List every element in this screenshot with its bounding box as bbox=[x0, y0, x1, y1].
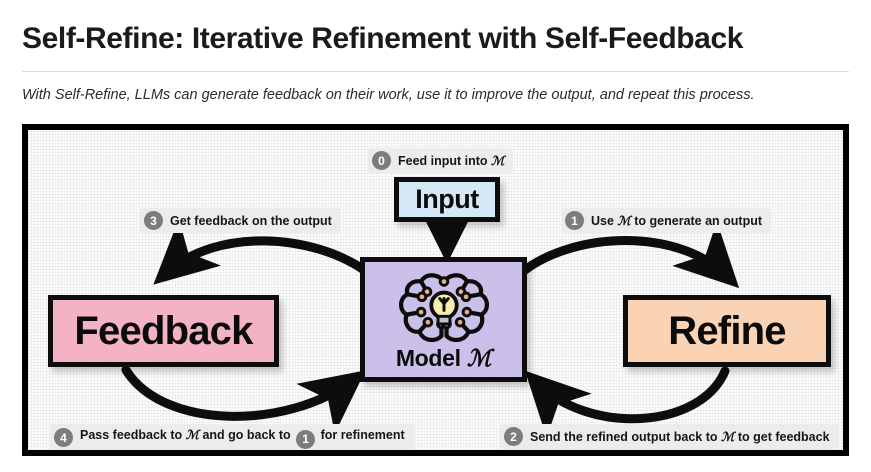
page-subtitle: With Self-Refine, LLMs can generate feed… bbox=[22, 87, 755, 103]
lightbulb-icon bbox=[428, 290, 459, 326]
step-text-3: Get feedback on the output bbox=[170, 213, 332, 228]
step-badge-2: 2 bbox=[504, 427, 523, 446]
step-caption-4: 4 Pass feedback to ℳ and go back to 1 fo… bbox=[50, 424, 414, 450]
step-badge-0: 0 bbox=[372, 151, 391, 170]
step-badge-3: 3 bbox=[144, 211, 163, 230]
step-symbol-4: ℳ bbox=[185, 427, 199, 442]
step-symbol-0: ℳ bbox=[491, 153, 505, 168]
step-text-2-before: Send the refined output back to bbox=[530, 430, 721, 444]
step-badge-1: 1 bbox=[565, 211, 584, 230]
title-divider bbox=[22, 71, 849, 72]
step-text-4-before: Pass feedback to bbox=[80, 428, 186, 442]
step-symbol-2: ℳ bbox=[720, 429, 735, 444]
arrow-model-to-refine bbox=[520, 221, 740, 289]
diagram-canvas: Input Feedback Refine bbox=[28, 130, 843, 450]
node-feedback-label: Feedback bbox=[74, 309, 253, 353]
step-caption-0: 0 Feed input into ℳ bbox=[368, 148, 514, 173]
node-refine[interactable]: Refine bbox=[623, 295, 831, 367]
node-refine-label: Refine bbox=[668, 309, 786, 353]
brain-circuit-lightbulb-icon bbox=[398, 273, 489, 343]
node-model-label-text: Model bbox=[395, 345, 461, 371]
step-text-4-end: for refinement bbox=[317, 428, 405, 442]
step-text-2: Send the refined output back to ℳ to get… bbox=[530, 429, 830, 444]
step-caption-1: 1 Use ℳ to generate an output bbox=[561, 208, 772, 233]
model-symbol: ℳ bbox=[466, 345, 492, 372]
step-text-1: Use ℳ to generate an output bbox=[591, 213, 762, 228]
step-text-1-before: Use bbox=[591, 214, 618, 228]
step-inline-badge-1: 1 bbox=[296, 429, 316, 449]
step-text-0: Feed input into ℳ bbox=[398, 153, 504, 168]
step-text-4-after: and go back to bbox=[198, 428, 295, 442]
step-text-1-after: to generate an output bbox=[630, 214, 763, 228]
step-badge-4: 4 bbox=[54, 428, 73, 448]
node-model[interactable]: Model ℳ bbox=[360, 257, 527, 382]
step-text-0-before: Feed input into bbox=[398, 154, 492, 168]
node-feedback[interactable]: Feedback bbox=[48, 295, 279, 367]
step-text-4: Pass feedback to ℳ and go back to 1 for … bbox=[80, 427, 405, 449]
step-text-2-after: to get feedback bbox=[734, 430, 830, 444]
arrow-refine-to-model bbox=[524, 366, 730, 438]
diagram-frame: Input Feedback Refine bbox=[22, 124, 849, 456]
step-symbol-1: ℳ bbox=[617, 213, 631, 228]
step-caption-2: 2 Send the refined output back to ℳ to g… bbox=[500, 424, 839, 449]
step-caption-3: 3 Get feedback on the output bbox=[140, 208, 341, 233]
page-title: Self-Refine: Iterative Refinement with S… bbox=[22, 22, 744, 55]
node-input[interactable]: Input bbox=[394, 177, 500, 222]
node-model-label: Model ℳ bbox=[395, 345, 492, 372]
node-input-label: Input bbox=[415, 184, 479, 214]
arrow-model-to-feedback bbox=[153, 218, 369, 285]
arrow-feedback-to-model bbox=[121, 365, 366, 434]
